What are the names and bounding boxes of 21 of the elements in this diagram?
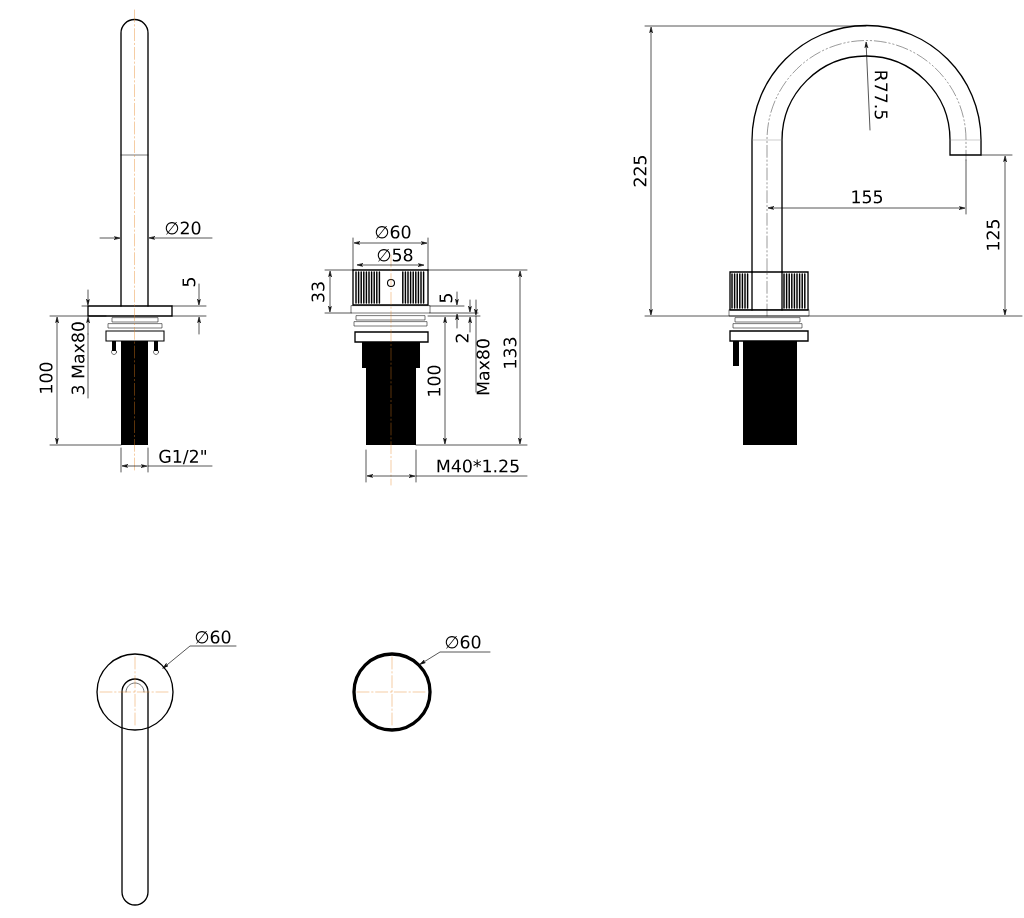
dimension-label: 125 xyxy=(986,220,1000,250)
dimension-label: M40*1.25 xyxy=(437,459,519,473)
dimension-label: 133 xyxy=(503,337,517,368)
dimension-label: 5 xyxy=(439,294,453,303)
dimension-label: ∅20 xyxy=(165,221,201,235)
dimension-label: Max80 xyxy=(71,322,85,378)
dimension-label: ∅60 xyxy=(445,635,481,649)
dimension-label: 33 xyxy=(311,282,325,302)
dimension-label: G1/2" xyxy=(159,449,206,465)
dimension-label: R77.5 xyxy=(874,71,888,119)
dimension-label: ∅58 xyxy=(377,248,413,262)
dimension-label: 3 xyxy=(71,385,85,395)
dimension-label: ∅60 xyxy=(375,225,411,239)
dimension-label: 100 xyxy=(39,362,53,393)
dimension-label: 100 xyxy=(427,365,441,396)
dimension-label: ∅60 xyxy=(195,630,231,644)
dimension-label: 2 xyxy=(455,334,469,343)
dimension-label: Max80 xyxy=(476,339,490,395)
dimension-label: 225 xyxy=(633,156,647,187)
dimension-label: 5 xyxy=(182,278,196,287)
dimension-label: 155 xyxy=(852,190,883,204)
